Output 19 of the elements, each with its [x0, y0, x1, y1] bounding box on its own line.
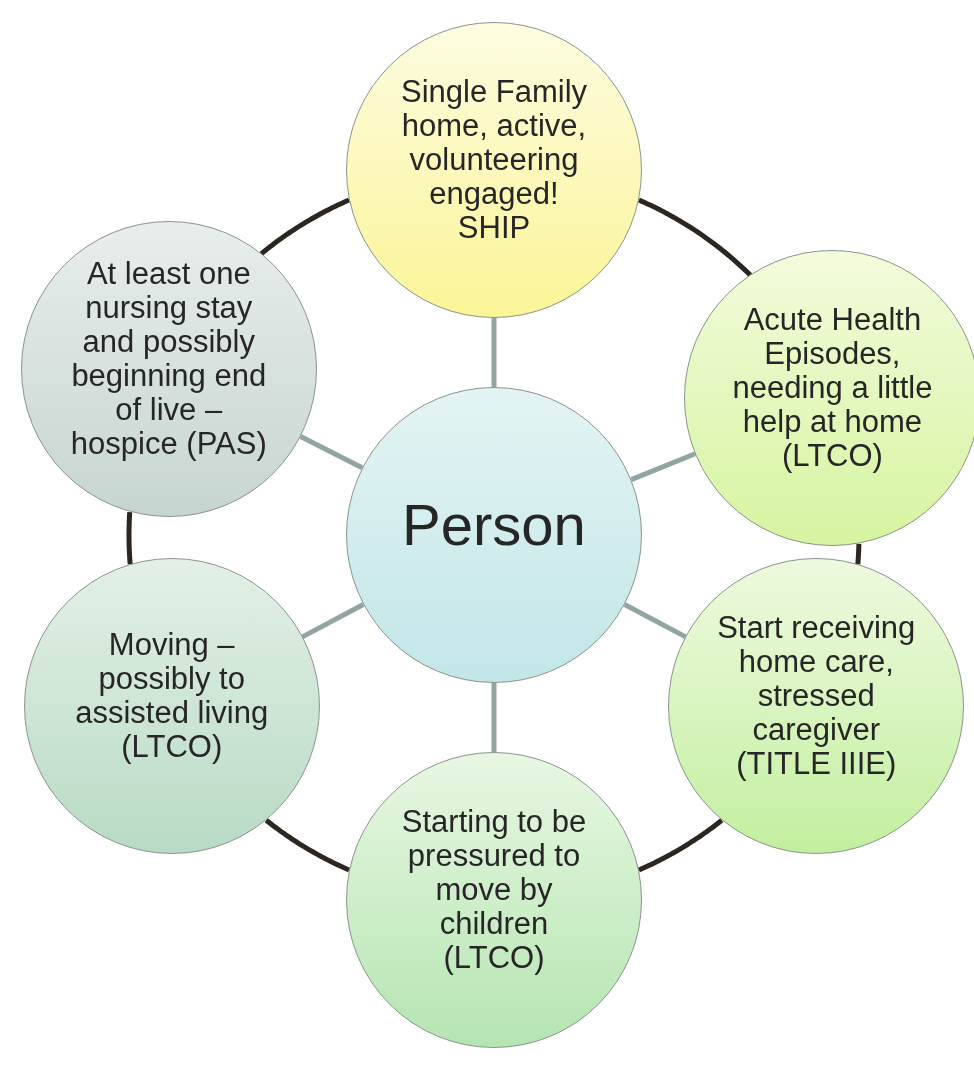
- spoke-line: [491, 683, 497, 752]
- spoke-line: [299, 434, 364, 471]
- node-label: Starting to be pressured to move by children (LTCO): [400, 804, 588, 976]
- node-label: Person: [401, 493, 587, 557]
- ring-arc: [259, 197, 351, 256]
- ring-arc: [637, 197, 753, 277]
- node-label: Start receiving home care, stressed caregiver (TITLE IIIE): [716, 611, 917, 782]
- ring-arc: [855, 541, 862, 567]
- spoke-line: [491, 318, 497, 387]
- ring-arc: [637, 818, 724, 873]
- ring-arc: [126, 510, 133, 566]
- spoke-line: [623, 602, 687, 640]
- node-label: At least one nursing stay and possibly beginning end of live – hospice (PAS): [69, 257, 268, 462]
- ring-arc: [264, 818, 351, 873]
- spoke-line: [630, 451, 697, 482]
- node-label: Acute Health Episodes, needing a little help at home (LTCO): [731, 303, 934, 474]
- node-label: Moving – possibly to assisted living (LTCO): [74, 628, 270, 765]
- spoke-line: [301, 602, 365, 640]
- node-label: Single Family home, active, volunteering engaged! SHIP: [399, 74, 589, 246]
